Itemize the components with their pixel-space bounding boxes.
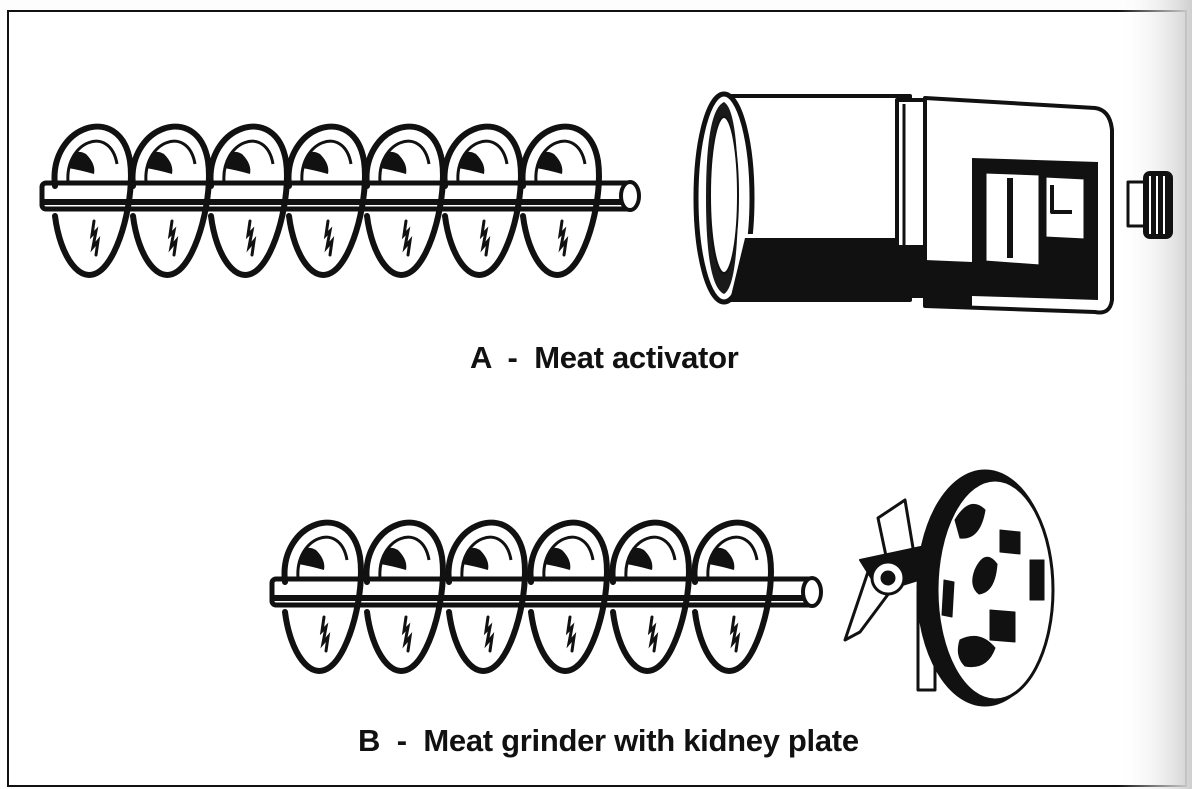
caption-meat-activator: A - Meat activator: [470, 342, 738, 373]
shaft-tip: [803, 578, 821, 606]
caption-meat-grinder-kidney-plate: B - Meat grinder with kidney plate: [358, 725, 859, 756]
kidney-plate: [917, 470, 1053, 706]
activator-housing: [696, 94, 1172, 313]
screw-shaft: [272, 579, 812, 605]
shaft-tip: [621, 182, 639, 210]
scan-shadow: [1118, 0, 1192, 789]
